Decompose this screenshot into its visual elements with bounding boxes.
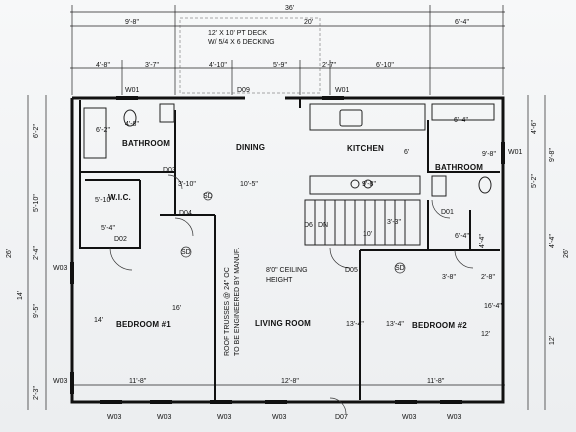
door-tag-d06: D6 <box>304 222 313 229</box>
smoke-detectors <box>180 191 406 274</box>
interior-walls <box>79 98 500 400</box>
dim-bed1-height-2: 16' <box>172 305 182 312</box>
truss-note-2: TO BE ENGINEERED BY MANUF. <box>234 247 241 356</box>
stairs-down-label: DN <box>318 222 329 229</box>
dim-left-9-5: 9'-5" <box>33 304 40 318</box>
dim-right-12b: 12' <box>549 335 556 345</box>
dim-row2-e: 2'-7" <box>322 62 336 69</box>
deck-outline <box>179 17 321 94</box>
dim-top-b: 20' <box>304 19 314 26</box>
bath-fixtures <box>83 103 495 197</box>
dim-bath2-height: 9'-8" <box>482 151 496 158</box>
room-label-wic: W.I.C. <box>108 193 131 202</box>
window-tag-w01-top: W01 <box>125 87 140 94</box>
dim-span-2: 2'-8" <box>481 274 495 281</box>
dimension-lines <box>27 5 546 410</box>
room-label-bathroom-1: BATHROOM <box>122 139 171 148</box>
dim-wic-width: 5'-4" <box>101 225 115 232</box>
dim-row2-d: 5'-9" <box>273 62 287 69</box>
deck-spec: W/ 5/4 X 6 DECKING <box>208 39 275 46</box>
dim-right-5-2: 5'-2" <box>531 174 538 188</box>
exterior-walls <box>70 96 505 404</box>
window-tag-w01-right: W01 <box>508 149 523 156</box>
dim-stair-width: 10' <box>363 231 373 238</box>
room-label-living-room: LIVING ROOM <box>255 319 311 328</box>
window-tag-w01-top-2: W01 <box>335 87 350 94</box>
dim-wic-height: 5'-10" <box>95 197 113 204</box>
truss-note-1: ROOF TRUSSES @ 24" OC <box>224 267 231 356</box>
room-label-bedroom-1: BEDROOM #1 <box>116 320 171 329</box>
dim-left-14: 14' <box>17 290 24 300</box>
dim-living-height: 13'-4" <box>346 321 364 328</box>
smoke-detector-tag-2: SD <box>395 265 405 272</box>
dim-hall-height: 4'-4" <box>479 234 486 248</box>
dim-left-26: 26' <box>6 248 13 258</box>
dim-span-1: 3'-8" <box>442 274 456 281</box>
window-tag-w03-bottom-6: W03 <box>447 414 462 421</box>
door-swings <box>109 174 474 415</box>
dim-right-26: 26' <box>563 248 570 258</box>
door-tag-d09: D09 <box>237 87 250 94</box>
dim-right-4-6: 4'-6" <box>531 120 538 134</box>
dim-closet-width: 6'-4" <box>455 233 469 240</box>
dim-row2-c: 4'-10" <box>209 62 227 69</box>
window-tag-w03-bottom-2: W03 <box>157 414 172 421</box>
dim-mid-width: 10'-5" <box>240 181 258 188</box>
dim-top-overall: 36' <box>285 5 295 12</box>
window-tag-w03-bottom-1: W03 <box>107 414 122 421</box>
dim-top-c: 6'-4" <box>455 19 469 26</box>
dim-left-5-10: 5'-10" <box>33 194 40 212</box>
dim-span-3: 16'-4" <box>484 303 502 310</box>
dim-right-9-8: 9'-8" <box>549 148 556 162</box>
dim-left-2-3: 2'-3" <box>33 386 40 400</box>
dim-right-4-4: 4'-4" <box>549 234 556 248</box>
door-tag-d07: D07 <box>335 414 348 421</box>
stairs <box>304 199 421 246</box>
kitchen-counters <box>309 103 426 195</box>
door-tag-d03: D03 <box>163 167 176 174</box>
dim-bottom-c: 11'-8" <box>427 378 445 385</box>
dim-kitchen-height: 6' <box>404 149 410 156</box>
window-tag-w03-bottom-4: W03 <box>272 414 287 421</box>
smoke-detector-tag-1: SD <box>181 249 191 256</box>
room-label-kitchen: KITCHEN <box>347 144 384 153</box>
window-tag-w03-bottom-5: W03 <box>402 414 417 421</box>
dim-bottom-a: 11'-8" <box>129 378 147 385</box>
deck-title: 12' X 10' PT DECK <box>208 30 267 37</box>
dim-left-2-4: 2'-4" <box>33 246 40 260</box>
dim-bath1-height: 6'-2" <box>96 127 110 134</box>
door-tag-d01: D01 <box>441 209 454 216</box>
door-tag-d04: D04 <box>179 210 192 217</box>
dim-bath2-width: 6'-4" <box>454 117 468 124</box>
room-label-bedroom-2: BEDROOM #2 <box>412 321 467 330</box>
window-tag-w03-bottom-3: W03 <box>217 414 232 421</box>
door-tag-d02: D02 <box>114 236 127 243</box>
ceiling-note-2: HEIGHT <box>266 277 293 284</box>
dim-stair-height: 3'-3" <box>387 219 401 226</box>
door-tag-d05: D05 <box>345 267 358 274</box>
dim-bath1-width: 4'-8" <box>125 121 139 128</box>
window-marks <box>70 96 505 404</box>
room-label-bathroom-2: BATHROOM <box>435 163 484 172</box>
room-label-dining: DINING <box>236 143 266 152</box>
dim-row2-b: 3'-7" <box>145 62 159 69</box>
dim-bed1-height: 14' <box>94 317 104 324</box>
dim-top-a: 9'-8" <box>125 19 139 26</box>
ceiling-note-1: 8'0" CEILING <box>266 267 308 274</box>
dim-row2-a: 4'-8" <box>96 62 110 69</box>
dim-right-12: 12' <box>481 331 491 338</box>
smoke-detector-tag-3: SD <box>203 193 213 200</box>
dim-bed2-height: 13'-4" <box>386 321 404 328</box>
dim-bottom-b: 12'-8" <box>281 378 299 385</box>
dim-row2-f: 6'-10" <box>376 62 394 69</box>
window-tag-w03-left-1: W03 <box>53 265 68 272</box>
dim-counter: 9'-8" <box>362 181 376 188</box>
dim-left-6-2: 6'-2" <box>33 124 40 138</box>
window-tag-w03-left-2: W03 <box>53 378 68 385</box>
dim-dining-height: 3'-10" <box>178 181 196 188</box>
